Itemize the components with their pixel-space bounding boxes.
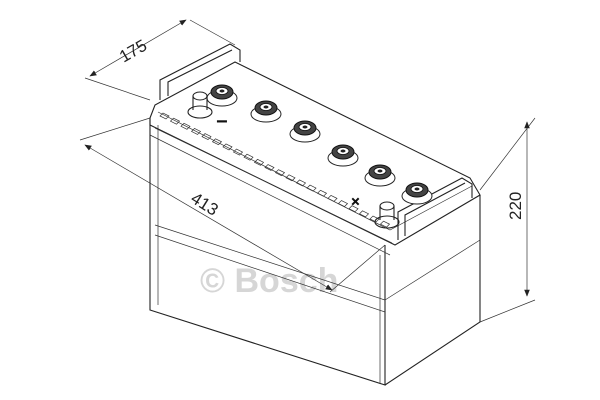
cell-cap: [250, 100, 282, 123]
battery-lid: [149, 43, 481, 246]
watermark: © Bosch: [200, 262, 338, 300]
handle-left: [159, 43, 241, 100]
positive-sign: +: [345, 191, 367, 213]
cell-cap: [364, 164, 396, 187]
negative-sign: −: [216, 111, 228, 133]
positive-post: [374, 201, 400, 229]
length-label: 413: [188, 189, 222, 220]
cell-caps: [206, 84, 433, 205]
lid-vents: [159, 112, 391, 228]
handle-right: [397, 177, 473, 240]
negative-post: [187, 91, 213, 119]
depth-label: 175: [116, 36, 150, 67]
cell-cap: [206, 84, 238, 107]
cell-cap: [327, 144, 359, 167]
cell-cap: [401, 182, 433, 205]
height-label: 220: [506, 192, 525, 220]
dimension-height: 220: [479, 117, 536, 323]
cell-cap: [289, 120, 321, 143]
